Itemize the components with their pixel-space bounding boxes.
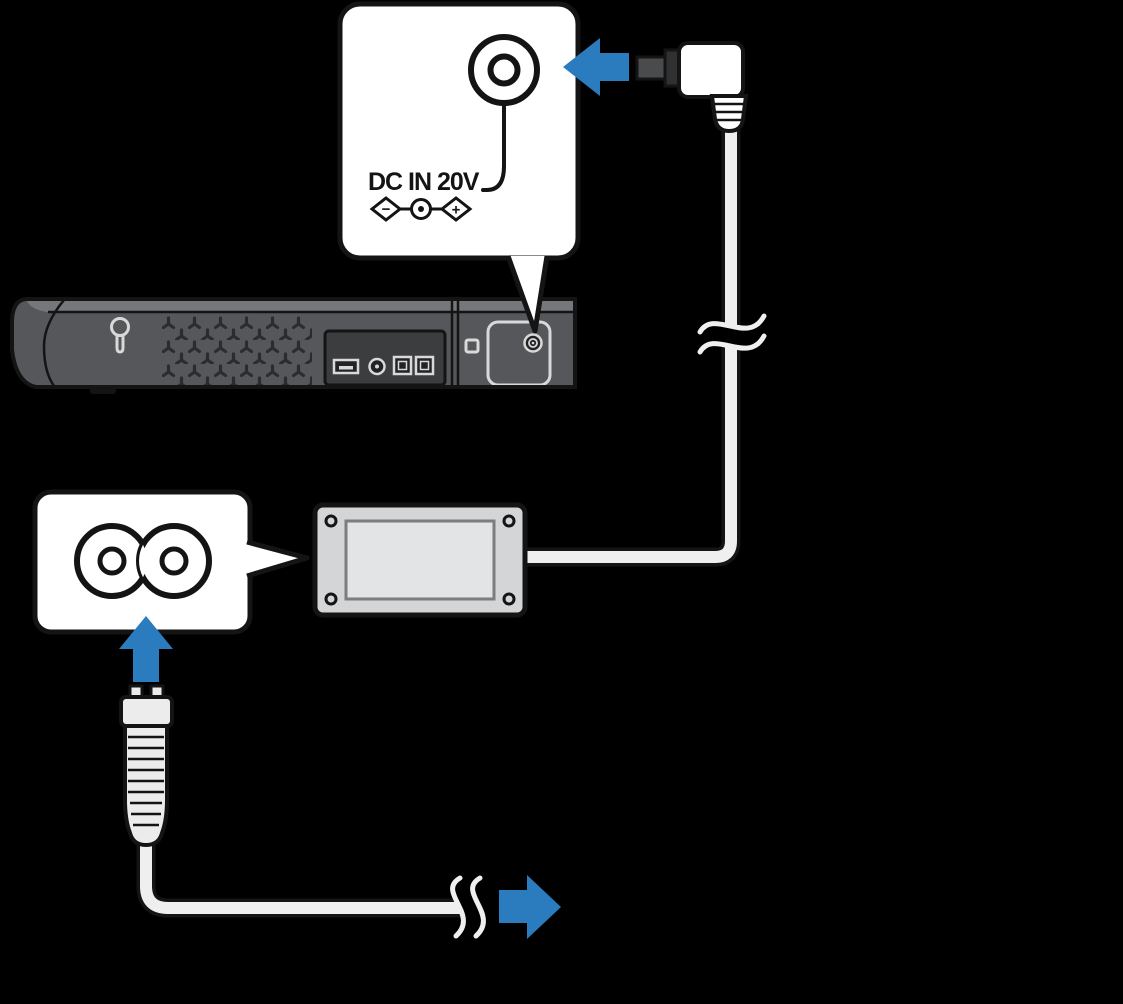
soundbar-top-face [26,299,575,312]
cable-break-lower-icon [450,867,486,947]
ac-plug-head [119,695,174,728]
optical-port-2-icon [414,355,435,376]
dc-jack-icon [468,34,540,106]
ac-plug-arrow-icon [119,616,173,682]
dc-plug-body [677,41,745,99]
soundbar-outline [10,297,577,389]
ac-callout-pointer [246,539,310,579]
figure8-c7-inlet-icon [74,523,212,599]
dc-jack-leader-line [481,101,506,192]
ac-cord-casing [136,840,474,918]
adapter-label-plate [344,519,496,601]
soundbar-rear-panel [10,297,577,394]
dc-in-label: DC IN 20V [368,168,480,196]
polarity-icon: − + [369,196,473,222]
cord-continues-arrow-icon [499,875,561,939]
dc-callout-box [337,1,581,261]
ac-plug-grip [123,724,169,848]
ventilation-pattern [162,316,312,386]
keyhole-mount-icon [110,317,130,354]
usb-port-icon [332,358,360,375]
adapter-screw-icon [502,514,516,528]
adapter-screw-icon [502,592,516,606]
dc-plug-arrow-icon [563,38,629,96]
ac-cord-core [140,840,474,914]
power-adapter [312,502,528,618]
adapter-screw-icon [324,514,338,528]
dc-plug [635,41,749,134]
rear-port-panel [323,329,447,387]
polarity-plus: + [452,202,461,219]
dc-plug-boot [709,94,749,134]
ac-power-plug [119,684,174,848]
aux-jack-icon [368,357,386,376]
dc-plug-boot-ribs [713,102,745,122]
cable-break-upper-icon [689,313,775,355]
dc-callout: DC IN 20V − + [337,1,581,334]
soundbar-end-cap-curve [42,299,65,387]
dc-cable-core [525,126,737,563]
adapter-screw-icon [324,592,338,606]
reset-button [464,338,480,354]
ac-cord [136,840,486,947]
ac-plug-grip-ribs [128,735,164,827]
polarity-minus: − [382,201,391,218]
dc-callout-pointer [505,255,550,334]
dc-cable [525,126,775,567]
ac-inlet-callout [32,489,310,635]
optical-port-1-icon [392,355,413,376]
dc-plug-barrel [635,55,669,81]
